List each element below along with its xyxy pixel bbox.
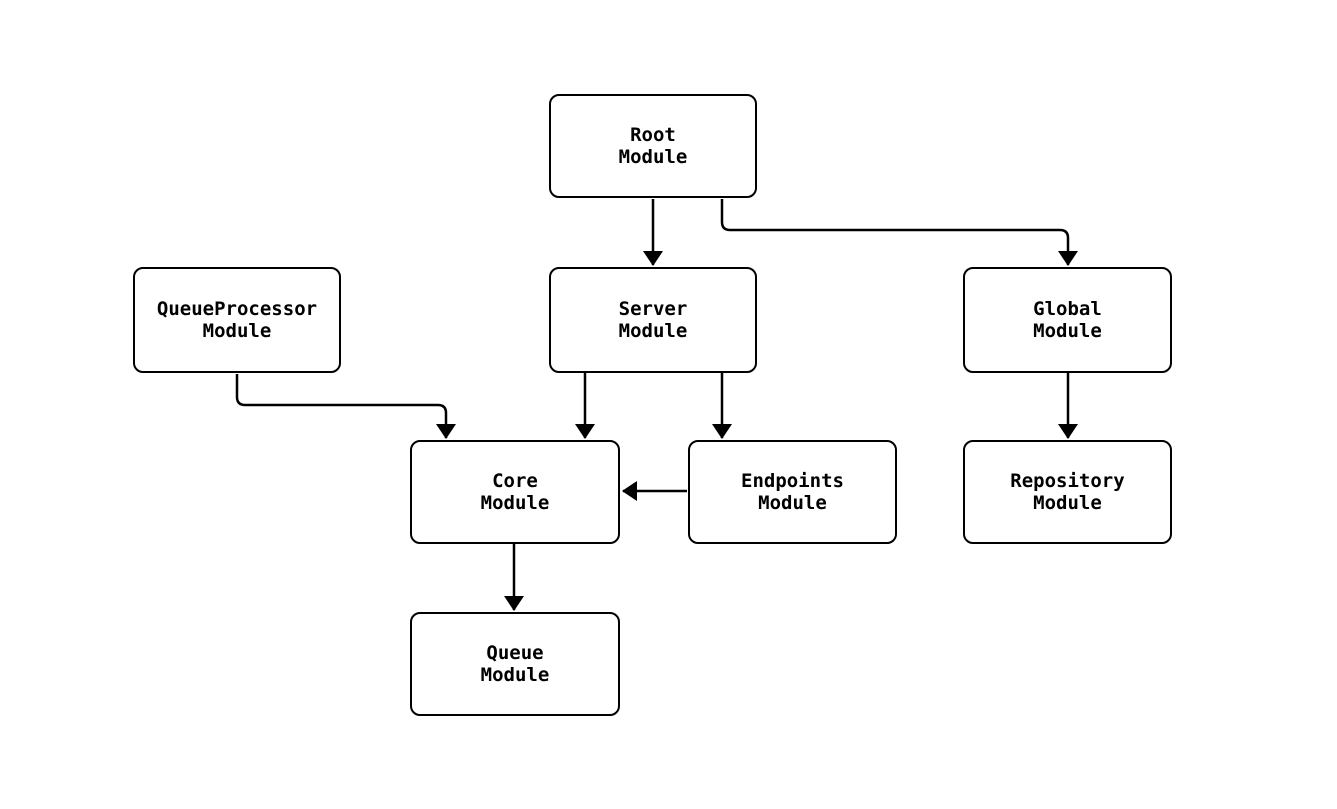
node-server-module: Server Module xyxy=(549,267,757,373)
node-repository-module-label: Repository Module xyxy=(1010,470,1125,514)
node-core-module: Core Module xyxy=(410,440,620,544)
node-endpoints-module-label: Endpoints Module xyxy=(741,470,844,514)
edge-root-to-global xyxy=(720,199,1078,266)
node-core-module-label: Core Module xyxy=(480,470,550,514)
node-server-module-label: Server Module xyxy=(618,298,688,342)
node-root-module: Root Module xyxy=(549,94,757,198)
node-global-module: Global Module xyxy=(963,267,1172,373)
edge-queueprocessor-to-core xyxy=(235,374,456,439)
node-repository-module: Repository Module xyxy=(963,440,1172,544)
node-queue-module-label: Queue Module xyxy=(480,642,550,686)
node-queueprocessor-module: QueueProcessor Module xyxy=(133,267,341,373)
node-endpoints-module: Endpoints Module xyxy=(688,440,897,544)
node-root-module-label: Root Module xyxy=(618,124,688,168)
node-global-module-label: Global Module xyxy=(1033,298,1102,342)
node-queue-module: Queue Module xyxy=(410,612,620,716)
node-queueprocessor-module-label: QueueProcessor Module xyxy=(156,298,318,342)
